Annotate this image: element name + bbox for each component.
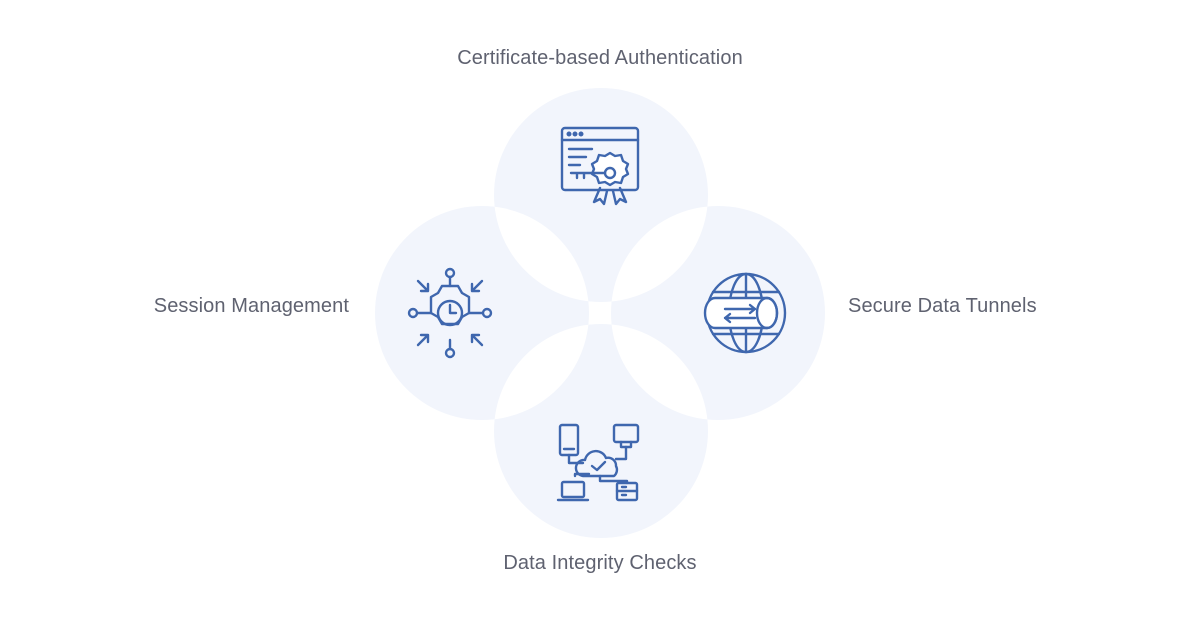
globe-tunnel-icon bbox=[703, 272, 787, 354]
gear-clock-icon bbox=[407, 267, 493, 359]
label-certificate-auth: Certificate-based Authentication bbox=[457, 47, 743, 69]
overlap-top bbox=[494, 206, 708, 302]
overlap-bottom bbox=[494, 324, 708, 420]
cloud-network-check-icon bbox=[556, 423, 640, 502]
label-session-management: Session Management bbox=[153, 295, 349, 317]
label-data-integrity-checks: Data Integrity Checks bbox=[503, 552, 697, 574]
label-secure-data-tunnels: Secure Data Tunnels bbox=[848, 295, 1037, 317]
certificate-key-icon bbox=[560, 126, 640, 206]
